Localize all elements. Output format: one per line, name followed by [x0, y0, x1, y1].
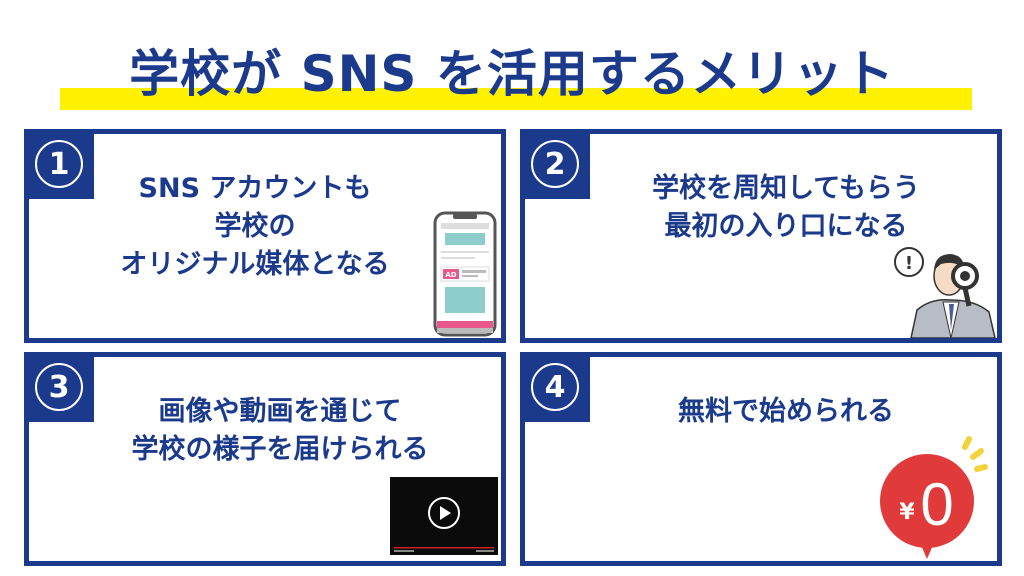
page-title: 学校が SNS を活用するメリット: [129, 45, 895, 103]
video-player-icon[interactable]: [390, 477, 498, 555]
man-magnifier-icon: !: [894, 247, 996, 338]
svg-text:¥: ¥: [899, 500, 915, 525]
card-2: 2 学校を周知してもらう 最初の入り口になる !: [520, 129, 1002, 343]
card-text: 学校を周知してもらう 最初の入り口になる: [652, 173, 920, 242]
card-4: 4 無料で始められる ¥ 0: [520, 352, 1002, 566]
title-underline: [60, 88, 972, 110]
number-badge: 4: [520, 352, 590, 422]
card-text: SNS アカウントも 学校の オリジナル媒体となる: [120, 173, 390, 280]
number-badge: 3: [24, 352, 94, 422]
svg-text:!: !: [905, 253, 913, 274]
card-1: 1 SNS アカウントも 学校の オリジナル媒体となる AD: [24, 129, 506, 343]
number-badge: 2: [520, 129, 590, 199]
card-text: 無料で始められる: [678, 396, 894, 427]
card-3: 3 画像や動画を通じて 学校の様子を届けられる: [24, 352, 506, 566]
number-badge: 1: [24, 129, 94, 199]
svg-text:0: 0: [920, 471, 953, 538]
yen-zero-icon: ¥ 0: [880, 436, 988, 559]
svg-text:AD: AD: [445, 271, 456, 279]
smartphone-ad-icon: AD: [433, 211, 497, 337]
card-text: 画像や動画を通じて 学校の様子を届けられる: [131, 396, 429, 465]
